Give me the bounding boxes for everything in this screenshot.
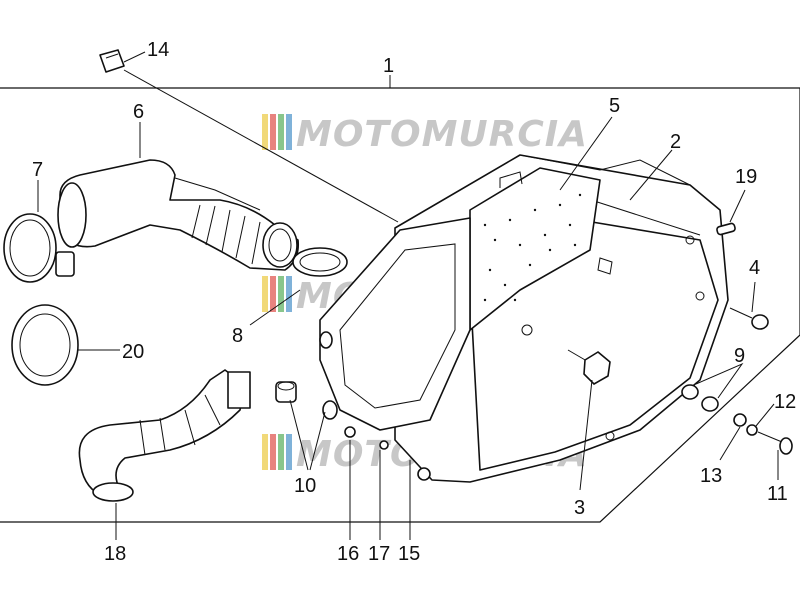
part-17-washer (379, 440, 389, 450)
callout-13: 13 (700, 465, 722, 487)
part-6-intake-duct (57, 159, 300, 271)
callout-6: 6 (133, 101, 144, 123)
part-18-breather-hose (78, 369, 251, 502)
part-3-knob-screw (567, 349, 611, 385)
part-8-clamp (292, 247, 348, 277)
leader-8 (249, 289, 301, 326)
leader-10 (289, 399, 309, 471)
callout-16: 16 (337, 543, 359, 565)
leader-9 (695, 362, 744, 399)
part-10-grommet (275, 381, 297, 403)
leader-13 (719, 426, 741, 461)
part-11-bolt (757, 431, 793, 455)
leader-14-axis (123, 69, 399, 223)
callout-10: 10 (294, 475, 316, 497)
leader-4 (751, 281, 756, 313)
callout-8: 8 (232, 325, 243, 347)
part-4-screw (729, 307, 769, 330)
part-9-spacer (681, 384, 719, 412)
airbox-base (319, 217, 471, 431)
part-16-bushing (344, 426, 356, 438)
leader-10b (309, 411, 326, 471)
leader-12 (755, 403, 775, 427)
callout-4: 4 (749, 257, 760, 279)
callout-5: 5 (609, 95, 620, 117)
part-7-clamp (3, 213, 75, 283)
callout-19: 19 (735, 166, 757, 188)
callout-3: 3 (574, 497, 585, 519)
callout-18: 18 (104, 543, 126, 565)
callout-11: 11 (767, 483, 788, 505)
part-14-clip (99, 49, 125, 73)
part-15-screw (417, 467, 431, 481)
part-12-washer (746, 424, 758, 436)
part-20-seal-ring (11, 304, 79, 386)
watermark-logo-top: MOTOMURCIA (262, 114, 588, 155)
callout-20: 20 (122, 341, 144, 363)
leader-3 (579, 379, 593, 491)
watermark-text: MOTOMURCIA (296, 114, 588, 155)
part-13-washer (733, 413, 747, 427)
callout-2: 2 (670, 131, 681, 153)
part-19-pin (716, 222, 736, 236)
callout-7: 7 (32, 159, 43, 181)
assembly-frame (0, 87, 800, 523)
callout-9: 9 (734, 345, 745, 367)
callout-17: 17 (368, 543, 390, 565)
callout-15: 15 (398, 543, 420, 565)
leader-19 (729, 189, 746, 223)
callout-12: 12 (774, 391, 796, 413)
callout-14: 14 (147, 39, 169, 61)
leader-14 (123, 51, 146, 63)
callout-1: 1 (383, 55, 394, 77)
leader-2 (629, 149, 673, 201)
leader-5 (559, 116, 613, 191)
